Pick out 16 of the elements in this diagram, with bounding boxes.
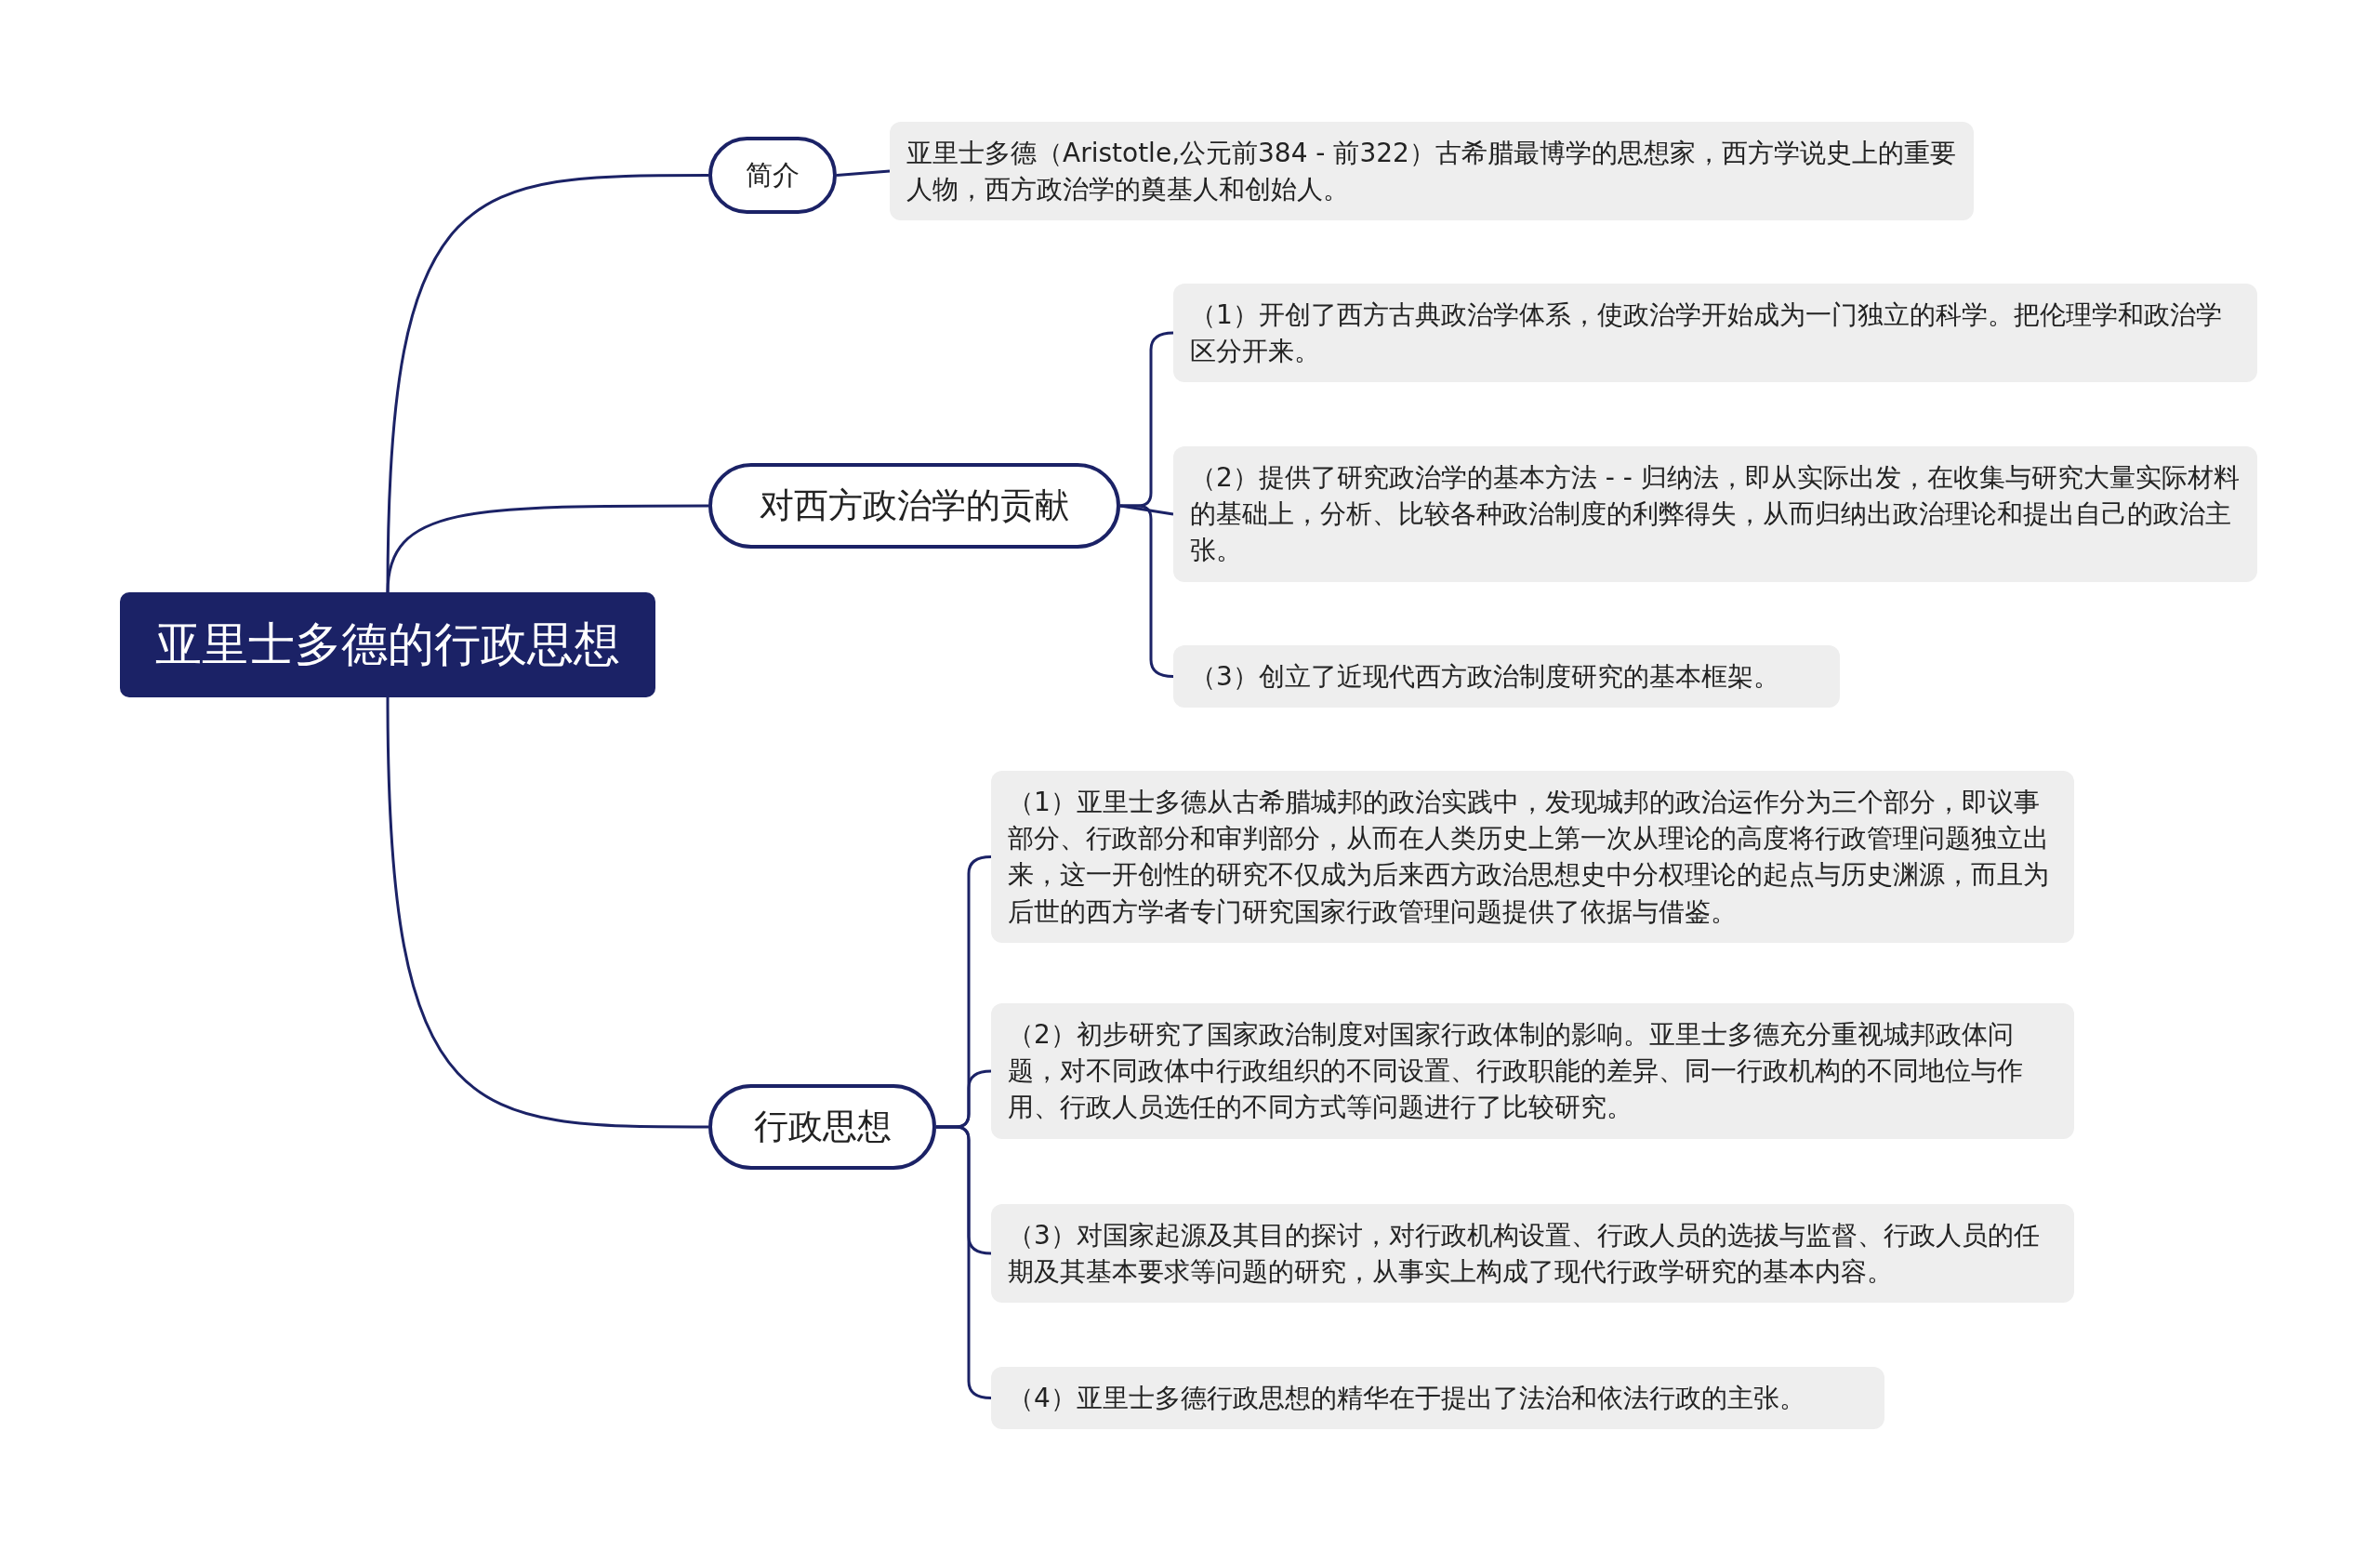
note-box: （3）创立了近现代西方政治制度研究的基本框架。 — [1173, 645, 1840, 709]
branch-topic: 简介 — [708, 137, 837, 214]
connector-line — [386, 174, 708, 593]
note-box: 亚里士多德（Aristotle,公元前384 - 前322）古希腊最博学的思想家，西方学说史上的重要人物，西方政治学的奠基人和创始人。 — [890, 122, 1974, 221]
root-topic: 亚里士多德的行政思想 — [120, 592, 655, 697]
note-box: （4）亚里士多德行政思想的精华在于提出了法治和依法行政的主张。 — [991, 1367, 1884, 1430]
note-box: （1）开创了西方古典政治学体系，使政治学开始成为一门独立的科学。把伦理学和政治学区分开来。 — [1173, 284, 2257, 383]
note-box: （2）初步研究了国家政治制度对国家行政体制的影响。亚里士多德充分重视城邦政体问题，对不同政体中行政组织的不同设置、行政职能的差异、同一行政机构的不同地位与作用、行政人员选任的不同方式等问题进行了比较研究。 — [991, 1003, 2074, 1139]
branch-topic: 对西方政治学的贡献 — [708, 463, 1120, 550]
connector-line — [386, 504, 708, 593]
branch-topic: 行政思想 — [708, 1084, 936, 1171]
note-box: （1）亚里士多德从古希腊城邦的政治实践中，发现城邦的政治运作分为三个部分，即议事部分、行政部分和审判部分，从而在人类历史上第一次从理论的高度将行政管理问题独立出来，这一开创性的研究不仅成为后来西方政治思想史中分权理论的起点与历史渊源，而且为后世的西方学者专门研究国家行政管理问题提供了依据与借鉴。 — [991, 771, 2074, 943]
connector-line — [836, 169, 891, 177]
note-box: （2）提供了研究政治学的基本方法 - - 归纳法，即从实际出发，在收集与研究大量实际材料的基础上，分析、比较各种政治制度的利弊得失，从而归纳出政治理论和提出自己的政治主张。 — [1173, 446, 2257, 582]
connector-line — [386, 696, 708, 1129]
note-box: （3）对国家起源及其目的探讨，对行政机构设置、行政人员的选拔与监督、行政人员的任期及其基本要求等问题的研究，从事实上构成了现代行政学研究的基本内容。 — [991, 1204, 2074, 1304]
